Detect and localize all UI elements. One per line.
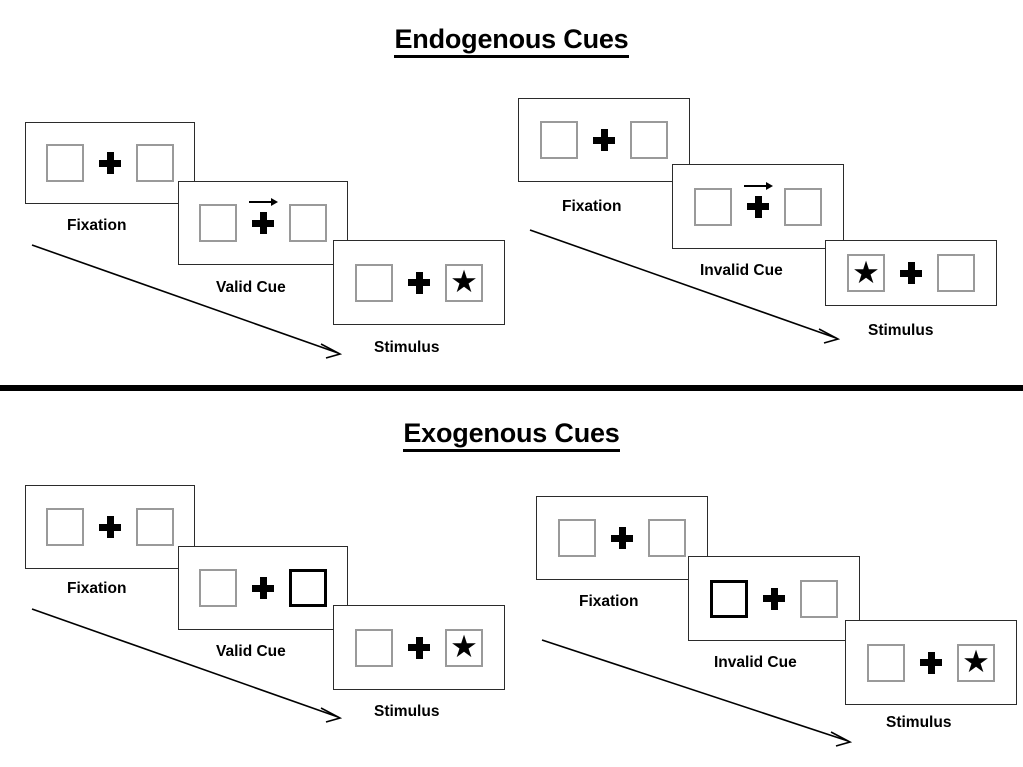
placeholder-box-left <box>867 643 905 682</box>
placeholder-box-left <box>558 519 596 557</box>
section-title-endogenous-text: Endogenous Cues <box>394 24 629 58</box>
fixation-cross-icon <box>99 516 121 538</box>
stage-label-fixation: Fixation <box>579 593 639 610</box>
arrow-right-icon <box>248 197 278 208</box>
target-box-left: ★ <box>847 254 885 292</box>
stage-label-stimulus: Stimulus <box>374 703 440 720</box>
fixation-cross-icon <box>408 271 430 294</box>
stage-label-valid-cue: Valid Cue <box>216 643 286 660</box>
placeholder-box-right <box>648 519 686 557</box>
section-title-exogenous: Exogenous Cues <box>0 418 1023 452</box>
panel-endogenous-valid-stimulus: ★ <box>333 240 505 325</box>
placeholder-box-left <box>46 144 84 182</box>
fixation-cross-icon <box>920 651 942 674</box>
panel-content <box>519 99 689 181</box>
cued-box-left <box>710 579 748 618</box>
panel-exogenous-valid-fixation <box>25 485 195 569</box>
panel-content: ★ <box>826 241 996 305</box>
fixation-cross-icon <box>611 527 633 549</box>
star-icon: ★ <box>450 264 478 299</box>
section-title-exogenous-text: Exogenous Cues <box>403 418 620 452</box>
stage-label-fixation: Fixation <box>67 580 127 597</box>
placeholder-box-right <box>937 254 975 292</box>
panel-endogenous-valid-fixation <box>25 122 195 204</box>
panel-endogenous-invalid-stimulus: ★ <box>825 240 997 306</box>
panel-exogenous-valid-stimulus: ★ <box>333 605 505 690</box>
placeholder-box-left <box>199 569 237 607</box>
panel-content <box>179 547 347 629</box>
placeholder-box-left <box>355 263 393 302</box>
target-box-right: ★ <box>957 643 995 682</box>
panel-content <box>179 182 347 264</box>
flow-arrow-exogenous-invalid <box>540 638 858 748</box>
target-box-right: ★ <box>445 628 483 667</box>
panel-content <box>26 123 194 203</box>
fixation-cross-icon <box>252 577 274 599</box>
panel-endogenous-invalid-fixation <box>518 98 690 182</box>
stage-label-fixation: Fixation <box>67 217 127 234</box>
panel-content <box>26 486 194 568</box>
placeholder-box-right <box>784 187 822 226</box>
panel-endogenous-valid-cue <box>178 181 348 265</box>
panel-content <box>689 557 859 640</box>
placeholder-box-left <box>199 204 237 242</box>
star-icon: ★ <box>962 644 990 679</box>
panel-content <box>673 165 843 248</box>
cued-box-right <box>289 569 327 607</box>
star-icon: ★ <box>450 629 478 664</box>
panel-exogenous-invalid-fixation <box>536 496 708 580</box>
panel-content: ★ <box>846 621 1016 704</box>
placeholder-box-left <box>355 628 393 667</box>
fixation-cross-icon <box>99 152 121 174</box>
panel-exogenous-invalid-cue <box>688 556 860 641</box>
stage-label-valid-cue: Valid Cue <box>216 279 286 296</box>
stage-label-stimulus: Stimulus <box>886 714 952 731</box>
fixation-cross-icon <box>744 181 773 218</box>
target-box-right: ★ <box>445 263 483 302</box>
panel-content: ★ <box>334 241 504 324</box>
fixation-cross-icon <box>408 636 430 659</box>
section-title-endogenous: Endogenous Cues <box>0 24 1023 58</box>
star-icon: ★ <box>852 254 880 290</box>
panel-content <box>537 497 707 579</box>
placeholder-box-right <box>289 204 327 242</box>
fixation-cross-icon <box>593 129 615 151</box>
placeholder-box-right <box>800 579 838 618</box>
placeholder-box-right <box>630 121 668 159</box>
stage-label-fixation: Fixation <box>562 198 622 215</box>
placeholder-box-left <box>540 121 578 159</box>
stage-label-invalid-cue: Invalid Cue <box>714 654 797 671</box>
placeholder-box-right <box>136 508 174 546</box>
fixation-cross-icon <box>900 262 922 284</box>
placeholder-box-left <box>46 508 84 546</box>
fixation-cross-icon <box>249 198 278 234</box>
panel-exogenous-valid-cue <box>178 546 348 630</box>
stage-label-stimulus: Stimulus <box>374 339 440 356</box>
fixation-cross-icon <box>763 587 785 610</box>
arrow-right-icon <box>743 181 773 192</box>
panel-content: ★ <box>334 606 504 689</box>
panel-exogenous-invalid-stimulus: ★ <box>845 620 1017 705</box>
panel-endogenous-invalid-cue <box>672 164 844 249</box>
placeholder-box-left <box>694 187 732 226</box>
stage-label-stimulus: Stimulus <box>868 322 934 339</box>
placeholder-box-right <box>136 144 174 182</box>
section-divider <box>0 385 1023 391</box>
stage-label-invalid-cue: Invalid Cue <box>700 262 783 279</box>
